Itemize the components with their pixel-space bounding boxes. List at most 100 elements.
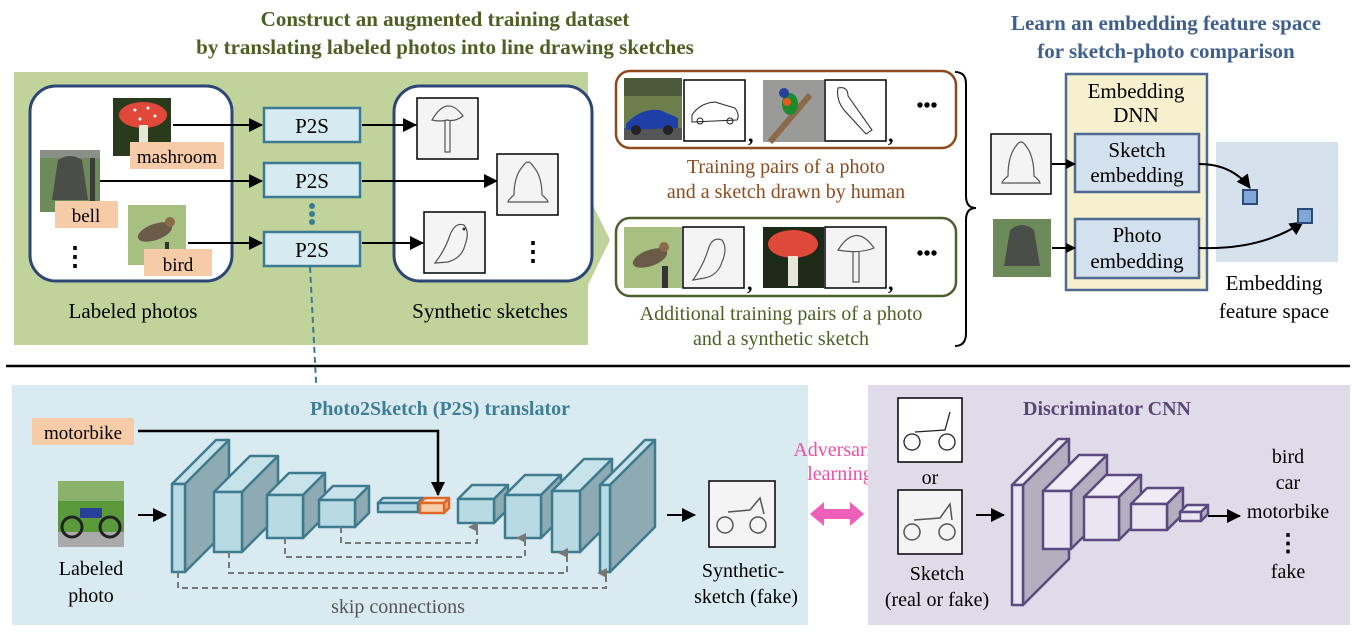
parrot-photo bbox=[763, 80, 824, 144]
p2s-dots bbox=[309, 203, 315, 225]
disc-layer-4 bbox=[1129, 486, 1185, 532]
car-photo bbox=[624, 78, 682, 140]
skip-connection-1 bbox=[340, 522, 478, 544]
sketch-feature-point bbox=[1242, 189, 1258, 205]
adversarial-label-line1: Adversarial bbox=[793, 439, 887, 461]
synthetic-pairs-caption-line2: and a synthetic sketch bbox=[693, 328, 869, 350]
skip-connection-3 bbox=[228, 548, 568, 574]
curly-brace bbox=[954, 71, 977, 347]
mushroom-sketch bbox=[416, 97, 479, 160]
class-condition-arrow bbox=[138, 429, 445, 496]
discriminator-section: Discriminator CNN or Sketch (real or fak… bbox=[868, 385, 1350, 625]
bottleneck-layer bbox=[376, 496, 425, 514]
dataset-construction-section: Construct an augmented training dataset … bbox=[14, 7, 694, 345]
label-bird: bird bbox=[163, 255, 194, 276]
class-label-tag bbox=[32, 418, 134, 445]
discriminator-layers bbox=[1010, 437, 1210, 607]
input-caption-line1: Labeled bbox=[59, 558, 123, 580]
feature-space-caption-line2: feature space bbox=[1219, 299, 1329, 323]
output-caption-line2: sketch (fake) bbox=[694, 586, 798, 608]
mushroom-pair-photo bbox=[763, 227, 824, 288]
sketch-input-caption-line1: Sketch bbox=[910, 563, 964, 585]
bird-sketch bbox=[423, 211, 486, 274]
p2s-label: P2S bbox=[295, 114, 329, 138]
label-tag-bell bbox=[55, 201, 118, 228]
p2s-label: P2S bbox=[295, 238, 329, 262]
photo-embedding-label-line1: Photo bbox=[1112, 223, 1161, 247]
sketch-embedding-box bbox=[1073, 132, 1201, 194]
bird-pair-sketch bbox=[682, 226, 745, 289]
encoder-layer-2 bbox=[212, 454, 280, 554]
embedding-title-line2: for sketch-photo comparison bbox=[1037, 39, 1295, 63]
bell-sketch bbox=[496, 153, 559, 216]
arrow-photo-embedding-to-space bbox=[1198, 221, 1304, 250]
output-class-fake: fake bbox=[1271, 561, 1306, 583]
motorbike-photo bbox=[58, 481, 124, 547]
pair-separator: , bbox=[888, 122, 894, 147]
disc-layer-3 bbox=[1082, 473, 1143, 542]
embedding-dnn-label-line2: DNN bbox=[1113, 103, 1159, 127]
fake-motorbike-sketch bbox=[897, 489, 963, 555]
labeled-photos-caption: Labeled photos bbox=[69, 299, 198, 323]
feature-space-caption-line1: Embedding bbox=[1226, 271, 1323, 295]
sketch-input-caption-line2: (real or fake) bbox=[885, 589, 989, 611]
or-label: or bbox=[922, 467, 939, 489]
input-caption-line2: photo bbox=[68, 585, 114, 607]
adversarial-section: Adversarial learning bbox=[793, 439, 887, 526]
parrot-sketch bbox=[824, 79, 887, 142]
decoder-layer-3 bbox=[550, 457, 614, 554]
sketches-ellipsis: ⋮ bbox=[520, 237, 546, 266]
decoder-layer-1 bbox=[456, 483, 510, 525]
sketch-embedding-label-line1: Sketch bbox=[1108, 138, 1166, 162]
output-class-ellipsis: ⋮ bbox=[1276, 531, 1300, 557]
p2s-box-1: P2S bbox=[262, 106, 362, 144]
skip-connections-caption: skip connections bbox=[331, 596, 465, 618]
photo-feature-point bbox=[1297, 208, 1313, 224]
embedding-section: Learn an embedding feature space for ske… bbox=[990, 11, 1338, 323]
adversarial-double-arrow bbox=[810, 502, 864, 526]
class-code-block bbox=[418, 496, 451, 515]
output-class-car: car bbox=[1276, 472, 1301, 494]
encoder-layer-3 bbox=[265, 471, 327, 540]
encoder-layer-4 bbox=[317, 484, 371, 529]
dataset-title-line1: Construct an augmented training dataset bbox=[261, 7, 630, 31]
label-tag-bird bbox=[144, 249, 212, 276]
real-motorbike-sketch bbox=[897, 397, 963, 463]
car-sketch bbox=[683, 79, 746, 142]
translator-section: Photo2Sketch (P2S) translator motorbike … bbox=[12, 385, 808, 625]
p2s-box-3: P2S bbox=[262, 230, 362, 268]
training-pairs-section: , , ••• Training pairs of a photo and a … bbox=[614, 69, 977, 350]
pair-separator: , bbox=[747, 270, 753, 295]
photo-embedding-label-line2: embedding bbox=[1090, 249, 1184, 273]
arrow-sketch-embedding-to-space bbox=[1198, 163, 1251, 189]
pair-separator: , bbox=[748, 122, 754, 147]
output-class-bird: bird bbox=[1272, 446, 1304, 468]
more-human-pairs: ••• bbox=[916, 95, 937, 117]
class-label: motorbike bbox=[44, 423, 122, 444]
bell-photo-input bbox=[993, 219, 1051, 277]
embedding-title-line1: Learn an embedding feature space bbox=[1011, 11, 1321, 35]
discriminator-title: Discriminator CNN bbox=[1023, 398, 1191, 420]
human-pairs-caption-line1: Training pairs of a photo bbox=[687, 156, 885, 178]
adversarial-label-line2: learning bbox=[807, 463, 873, 485]
p2s-detail-connector bbox=[309, 266, 318, 401]
sketch-embedding-label-line2: embedding bbox=[1090, 163, 1184, 187]
more-synthetic-pairs: ••• bbox=[916, 243, 937, 265]
pair-separator: , bbox=[888, 270, 894, 295]
mushroom-pair-sketch bbox=[824, 226, 887, 289]
synthetic-motorbike-sketch bbox=[708, 480, 776, 548]
p2s-box-2: P2S bbox=[262, 161, 362, 199]
skip-connection-4 bbox=[177, 568, 607, 589]
dataset-title-line2: by translating labeled photos into line … bbox=[196, 35, 694, 59]
label-mashroom: mashroom bbox=[137, 147, 217, 168]
decoder-layer-4 bbox=[598, 438, 657, 574]
translator-layers bbox=[170, 438, 657, 574]
output-class-motorbike: motorbike bbox=[1247, 501, 1329, 523]
synthetic-pairs-caption-line1: Additional training pairs of a photo bbox=[640, 303, 923, 325]
label-bell: bell bbox=[72, 206, 101, 227]
bell-sketch-input bbox=[990, 133, 1052, 195]
label-tag-mashroom bbox=[130, 142, 224, 169]
synthetic-sketches-caption: Synthetic sketches bbox=[412, 299, 568, 323]
feature-space bbox=[1216, 142, 1338, 262]
